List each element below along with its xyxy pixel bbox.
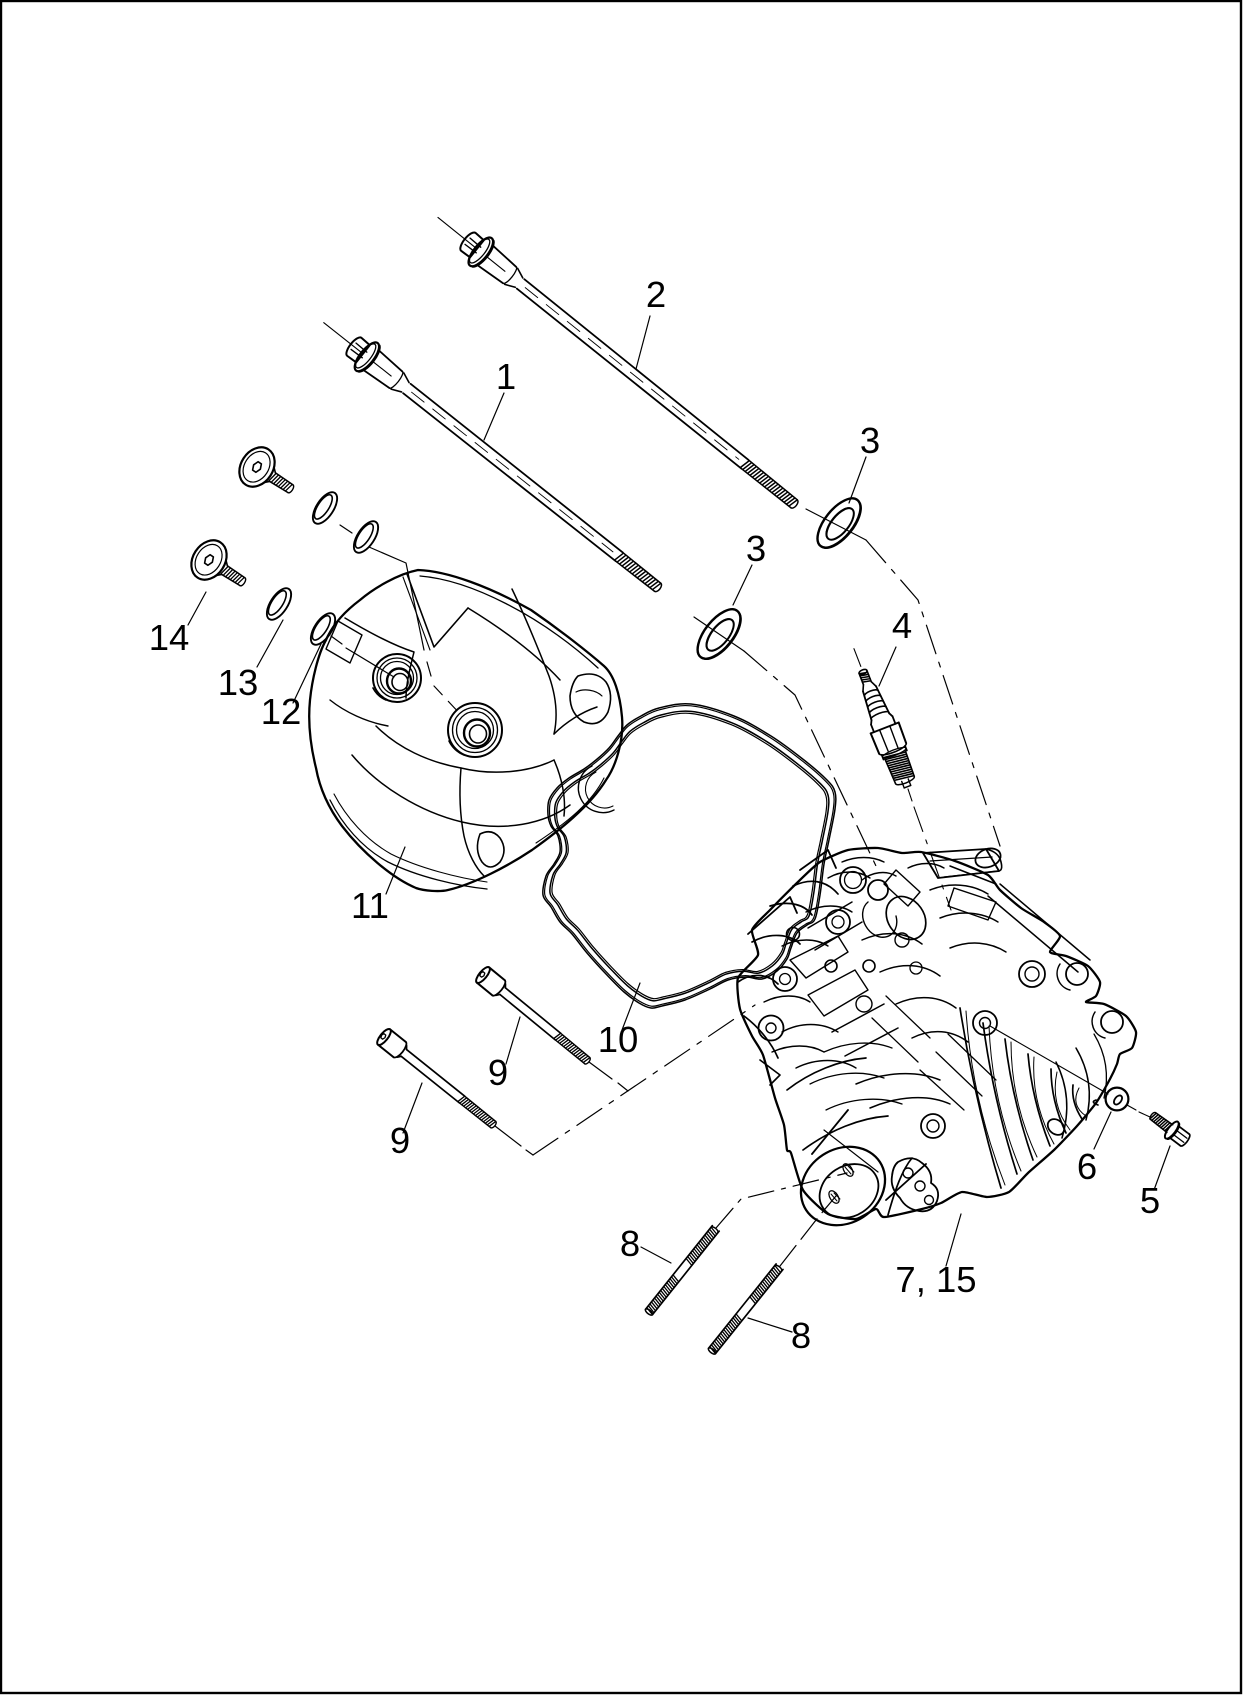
svg-text:14: 14 [149,617,190,658]
svg-text:9: 9 [488,1052,508,1093]
svg-text:12: 12 [261,691,302,732]
svg-text:13: 13 [218,662,259,703]
svg-text:11: 11 [351,885,389,926]
svg-text:4: 4 [892,605,912,646]
svg-text:2: 2 [646,274,666,315]
svg-text:3: 3 [746,528,766,569]
svg-text:6: 6 [1077,1146,1097,1187]
svg-text:3: 3 [860,420,880,461]
svg-text:8: 8 [620,1223,640,1264]
svg-text:5: 5 [1140,1180,1160,1221]
svg-text:1: 1 [496,356,516,397]
svg-text:9: 9 [390,1120,410,1161]
svg-text:7, 15: 7, 15 [895,1259,976,1300]
svg-text:10: 10 [598,1019,639,1060]
svg-text:8: 8 [791,1315,811,1356]
